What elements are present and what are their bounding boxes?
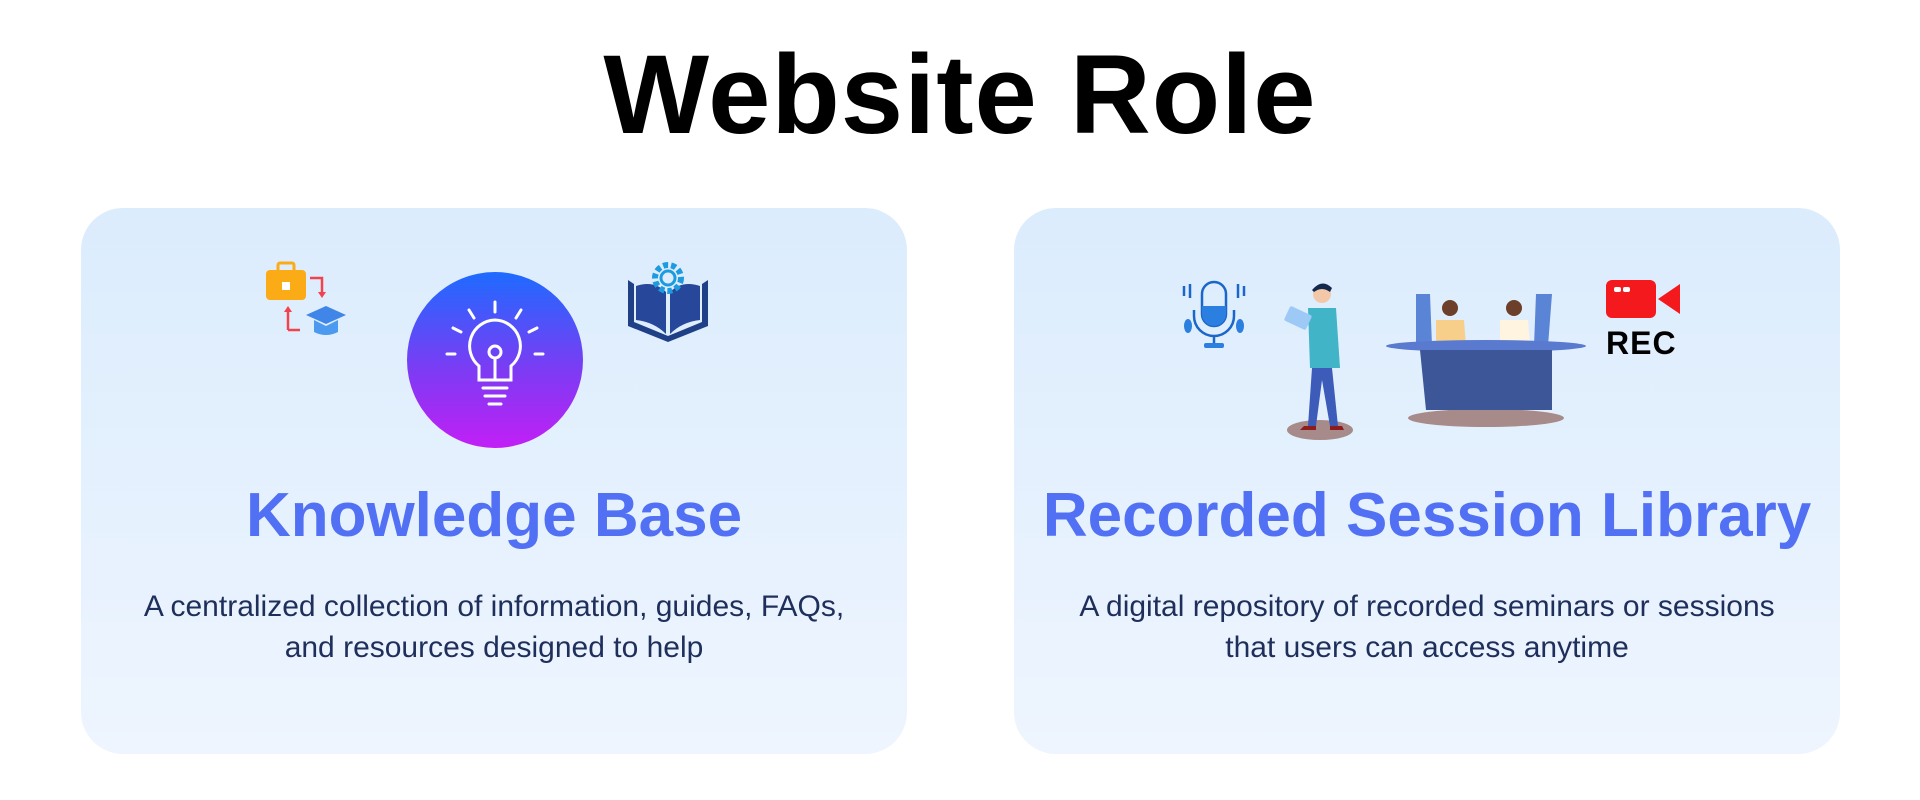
- card-title: Recorded Session Library: [1042, 481, 1812, 550]
- lightbulb-icon: [407, 272, 583, 448]
- presenter-illustration: [1284, 283, 1353, 440]
- rec-label: REC: [1606, 325, 1677, 361]
- rec-camera-icon: REC: [1606, 280, 1686, 362]
- page-title: Website Role: [603, 32, 1317, 157]
- briefcase-graduation-icon: [266, 261, 346, 335]
- knowledge-base-card: Knowledge Base A centralized collection …: [81, 208, 907, 754]
- microphone-icon: [1182, 280, 1246, 348]
- podcast-desk-illustration: [1386, 294, 1586, 427]
- book-gear-icon: [628, 262, 708, 342]
- card-description: A digital repository of recorded seminar…: [1079, 590, 1775, 664]
- card-title: Knowledge Base: [245, 481, 743, 550]
- card-description: A centralized collection of information,…: [143, 590, 845, 664]
- recorded-session-library-card: REC Recorded Session Library A digital r…: [1014, 208, 1840, 754]
